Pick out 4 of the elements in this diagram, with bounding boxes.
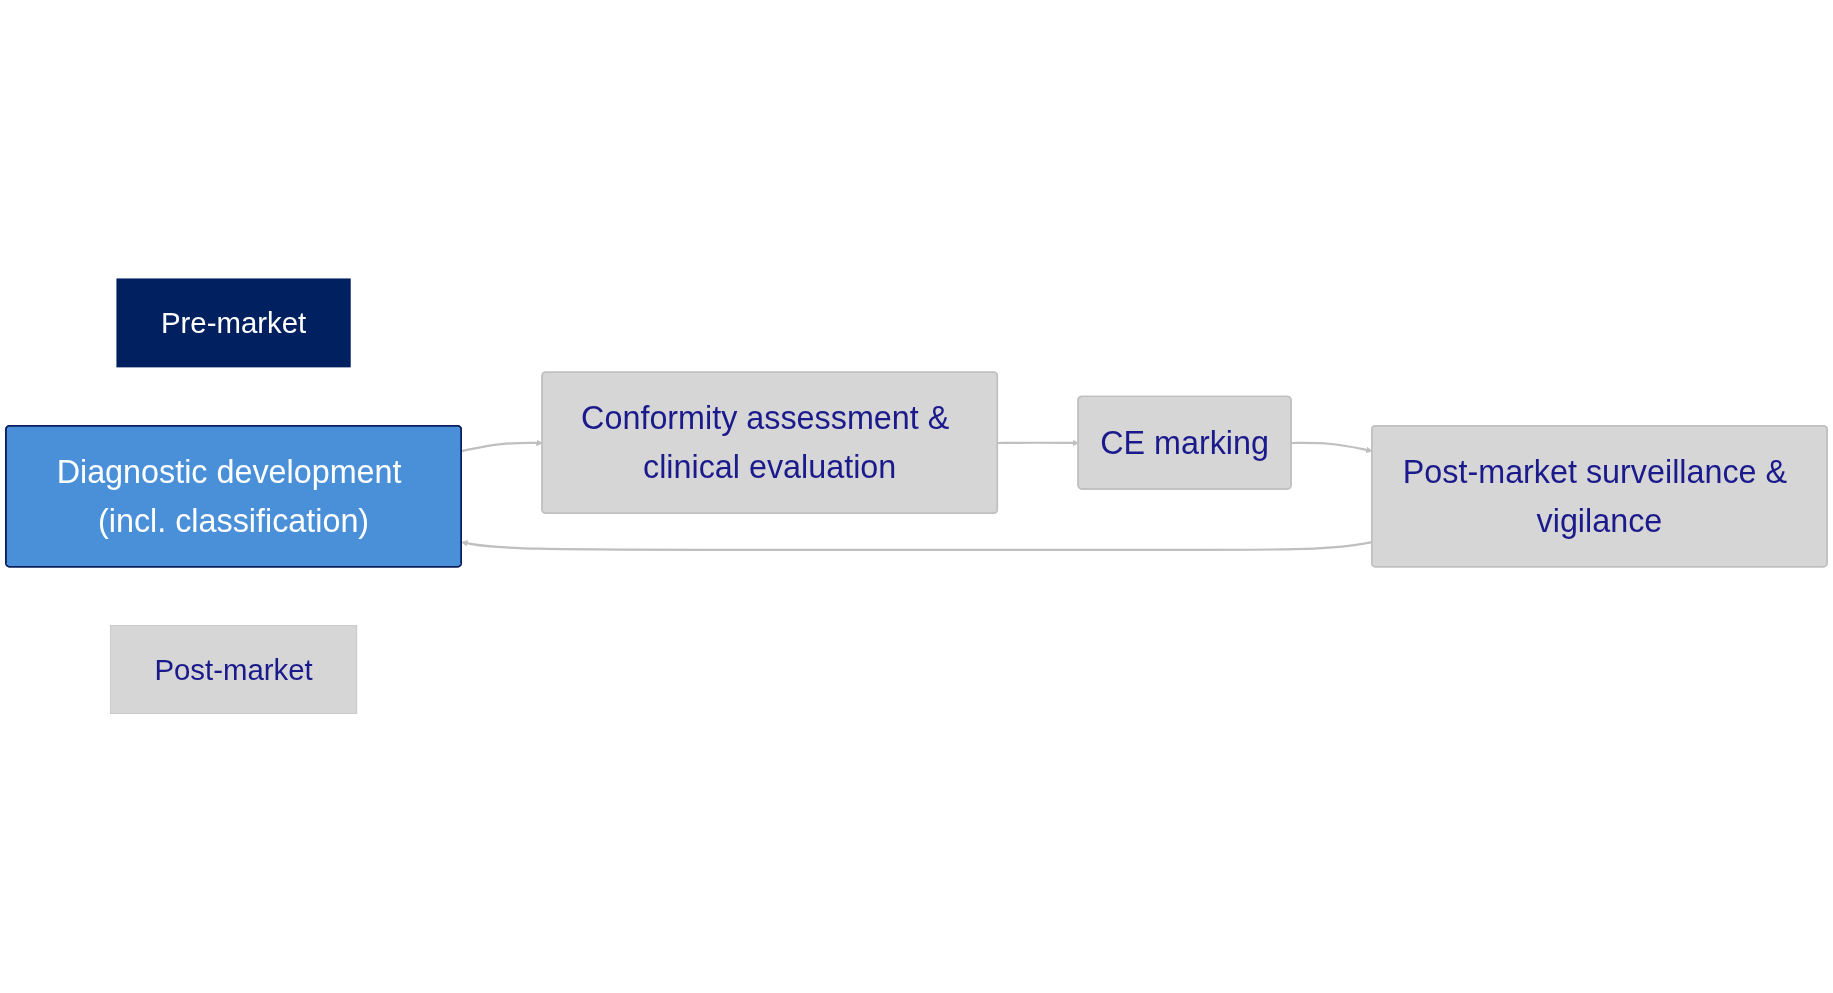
node-box: Post-market: [109, 625, 358, 715]
arrow: [461, 439, 543, 453]
arrow: [997, 439, 1079, 447]
node-box: Pre-market: [116, 278, 351, 368]
